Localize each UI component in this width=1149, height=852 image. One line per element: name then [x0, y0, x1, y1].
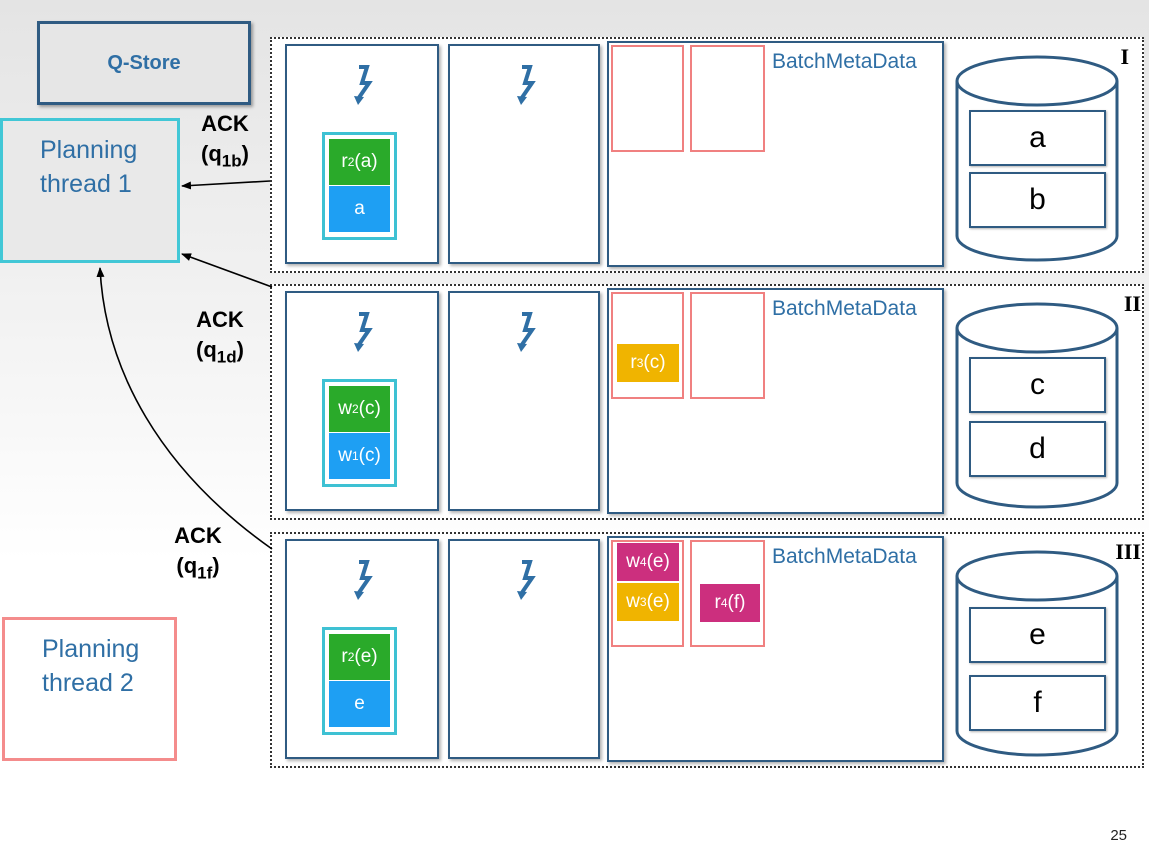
planning-thread-2-line1: Planning	[42, 635, 140, 663]
data-record-e: e	[969, 607, 1106, 663]
data-record-b: b	[969, 172, 1106, 228]
lightning-icon	[354, 65, 373, 105]
lightning-icon	[354, 312, 373, 352]
page-number: 25	[1110, 827, 1127, 844]
data-record-a: a	[969, 110, 1106, 166]
ack-2-text: ACK	[196, 307, 244, 332]
lightning-icon	[517, 560, 536, 600]
ack-3-query: (q1f)	[176, 553, 220, 583]
data-record-d: d	[969, 421, 1106, 477]
partition-numeral: III	[1115, 539, 1141, 564]
executor-op: a	[329, 186, 390, 232]
ack-label-2: ACK (q1d)	[180, 305, 260, 372]
batch-slot-1-partition-1	[611, 45, 684, 152]
batch-slot-2-partition-1	[690, 45, 765, 152]
lightning-icon	[517, 312, 536, 352]
partition-numeral: I	[1120, 44, 1129, 69]
executor-op: e	[329, 681, 390, 727]
q-store-label: Q-Store	[107, 51, 181, 74]
planning-thread-2-line2: thread 2	[42, 669, 134, 697]
data-record-c: c	[969, 357, 1106, 413]
ack-1-text: ACK	[201, 111, 249, 136]
batch-metadata-label: BatchMetaData	[772, 297, 917, 320]
data-record-f: f	[969, 675, 1106, 731]
batch-slot-2-partition-2	[690, 292, 765, 399]
lightning-icon	[354, 560, 373, 600]
q-store-box: Q-Store	[37, 21, 251, 105]
lightning-icon	[517, 65, 536, 105]
batch-metadata-label: BatchMetaData	[772, 545, 917, 568]
ack-label-1: ACK (q1b)	[185, 109, 265, 176]
ack-arrow-2	[181, 253, 273, 288]
ack-arrow-3	[96, 267, 273, 550]
planning-thread-1-line2: thread 1	[40, 170, 132, 198]
planning-thread-1-line1: Planning	[40, 136, 138, 164]
ack-arrow-1	[181, 180, 271, 190]
ack-label-3: ACK (q1f)	[158, 521, 238, 588]
planning-thread-1: Planning thread 1	[0, 118, 180, 263]
planning-thread-2: Planning thread 2	[2, 617, 177, 761]
ack-1-query: (q1b)	[201, 141, 249, 171]
batch-metadata-3: BatchMetaData	[607, 536, 944, 762]
ack-2-query: (q1d)	[196, 337, 244, 367]
partition-numeral: II	[1123, 291, 1141, 316]
executor-2-partition-3	[448, 539, 600, 759]
ack-3-text: ACK	[174, 523, 222, 548]
batch-metadata-label: BatchMetaData	[772, 50, 917, 73]
